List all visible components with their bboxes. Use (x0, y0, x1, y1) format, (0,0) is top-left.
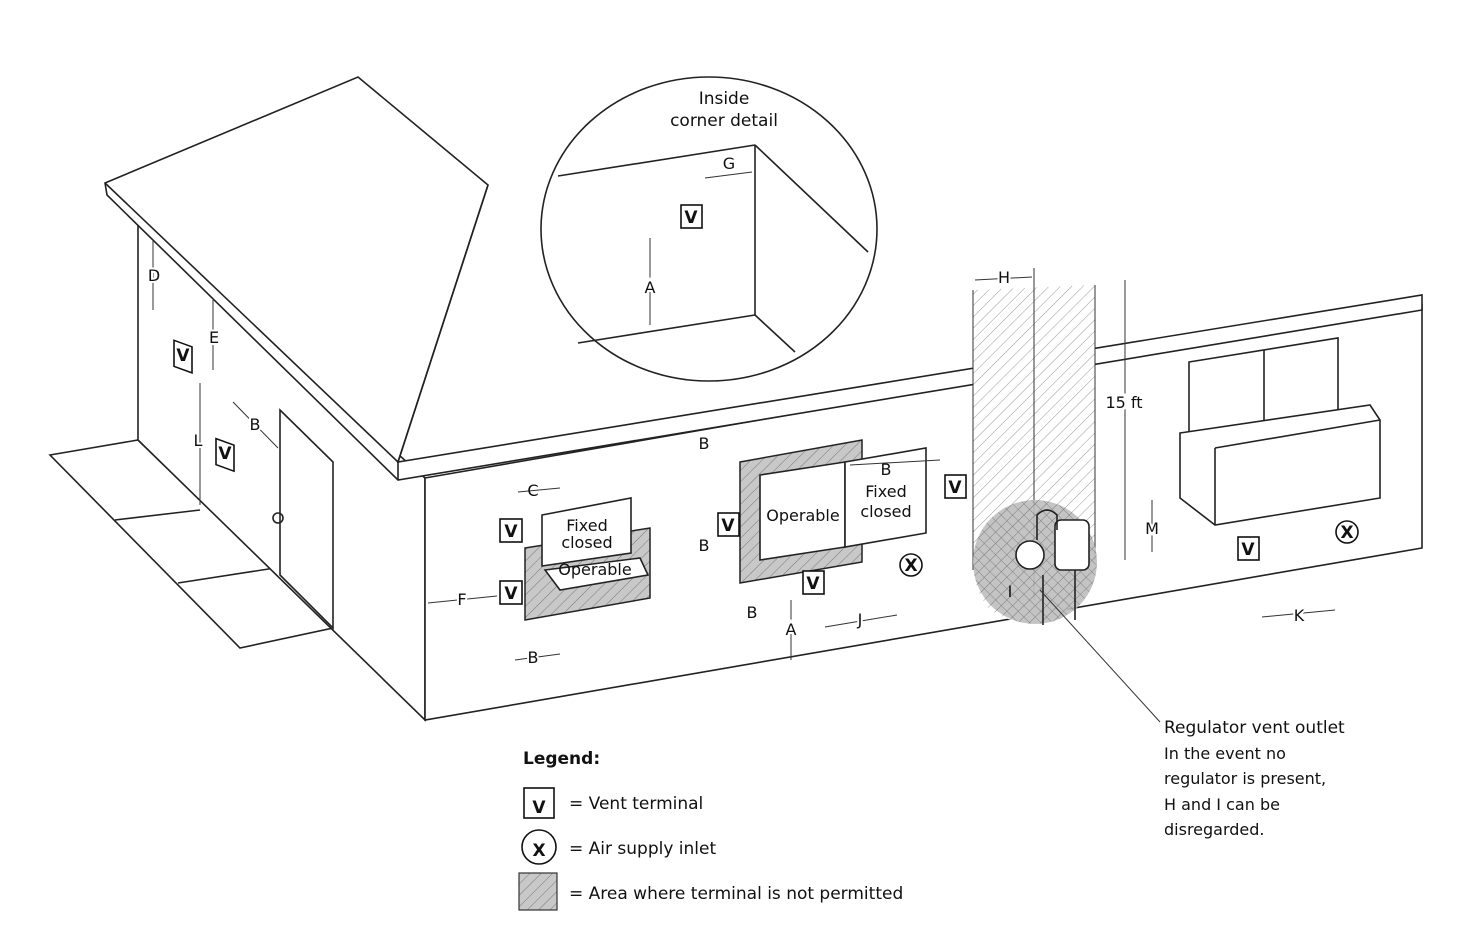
vent-terminal-marker: V (944, 474, 967, 499)
window-fixed-operable-left: Fixed closed Operable C F B V V (427, 481, 651, 669)
side-wall-dimensions: D E L B V V (146, 240, 279, 505)
dimension-label: V (504, 584, 518, 604)
vent-terminal-icon: V (523, 787, 555, 819)
vent-terminal-marker: V (717, 512, 740, 537)
dimension-label: Regulator vent outlet (1164, 718, 1345, 738)
dimension-label: X (1340, 523, 1353, 543)
window-planter: M K V X (1143, 337, 1381, 627)
dimension-label: regulator is present, (1164, 769, 1326, 788)
detail-title-line2: corner detail (670, 111, 778, 131)
window-operable-fixed-center: Operable Fixed closed B B B B A J V V V … (699, 434, 967, 660)
air-supply-inlet-marker: X (899, 553, 923, 577)
hatched-area-icon (518, 872, 558, 911)
dimension-label: Operable (766, 506, 839, 525)
dimension-label: V (532, 798, 546, 818)
dimension-label: B (747, 603, 758, 622)
height-dimension: 15 ft (1102, 280, 1146, 560)
vent-terminal-marker: V (173, 339, 193, 374)
dimension-label: M (1145, 519, 1159, 538)
dimension-label: Fixed (865, 482, 906, 501)
dimension-label: J (857, 610, 863, 629)
dimension-label: L (194, 431, 203, 450)
dimension-label: F (457, 590, 466, 609)
vent-terminal-marker: V (802, 570, 825, 595)
dimension-label: V (504, 522, 518, 542)
air-supply-inlet-icon: X (521, 829, 557, 865)
vent-terminal-marker: V (1237, 536, 1260, 561)
roof (104, 76, 1423, 481)
dimension-label: B (250, 415, 261, 434)
dimension-label: X (904, 556, 917, 576)
dimension-label: V (948, 478, 962, 498)
dimension-label: B (699, 536, 710, 555)
dimension-label: Operable (558, 560, 631, 579)
dimension-label: V (176, 346, 190, 366)
dimension-label: X (532, 841, 545, 861)
dimension-label: closed (561, 533, 612, 552)
dimension-label: H (998, 268, 1010, 287)
legend-label: = Area where terminal is not permitted (569, 884, 903, 904)
dimension-label: B (699, 434, 710, 453)
inside-corner-detail: Inside corner detail G A V (540, 76, 878, 382)
dimension-label: K (1294, 606, 1305, 625)
dimension-label: C (527, 481, 538, 500)
legend-title: Legend: (523, 749, 600, 769)
dim-label-a-detail: A (645, 278, 656, 297)
legend: Legend: V = Vent terminal X = Air supply… (518, 749, 903, 911)
dimension-label: V (218, 444, 232, 464)
dimension-label: V (721, 516, 735, 536)
dimension-label: B (528, 648, 539, 667)
dimension-label: B (881, 460, 892, 479)
dimension-label: I (1008, 582, 1013, 601)
vent-terminal-marker: V (680, 204, 703, 229)
dimension-label: E (209, 328, 219, 347)
vent-terminal-marker: V (215, 437, 235, 473)
legend-label: = Vent terminal (569, 794, 703, 814)
vent-terminal-marker: V (499, 518, 523, 543)
dimension-label: V (1241, 540, 1255, 560)
detail-title-line1: Inside (699, 89, 750, 109)
dimension-label: V (684, 208, 698, 228)
dimension-label: D (148, 266, 160, 285)
vent-terminal-marker: V (499, 580, 523, 605)
dimension-label: closed (860, 502, 911, 521)
air-supply-inlet-marker: X (1335, 520, 1359, 544)
dimension-label: In the event no (1164, 744, 1286, 763)
dimension-label: disregarded. (1164, 820, 1265, 839)
regulator-callout: Regulator vent outlet In the event no re… (1164, 718, 1345, 839)
dimension-label: A (786, 620, 797, 639)
legend-label: = Air supply inlet (569, 839, 716, 859)
dimension-label: 15 ft (1105, 393, 1142, 412)
dimension-label: H and I can be (1164, 795, 1280, 814)
dim-label-g: G (723, 154, 735, 173)
regulator-exclusion-zone: H I (972, 266, 1161, 723)
door (272, 408, 334, 630)
dimension-label: V (806, 574, 820, 594)
dimension-label: Fixed (566, 516, 607, 535)
